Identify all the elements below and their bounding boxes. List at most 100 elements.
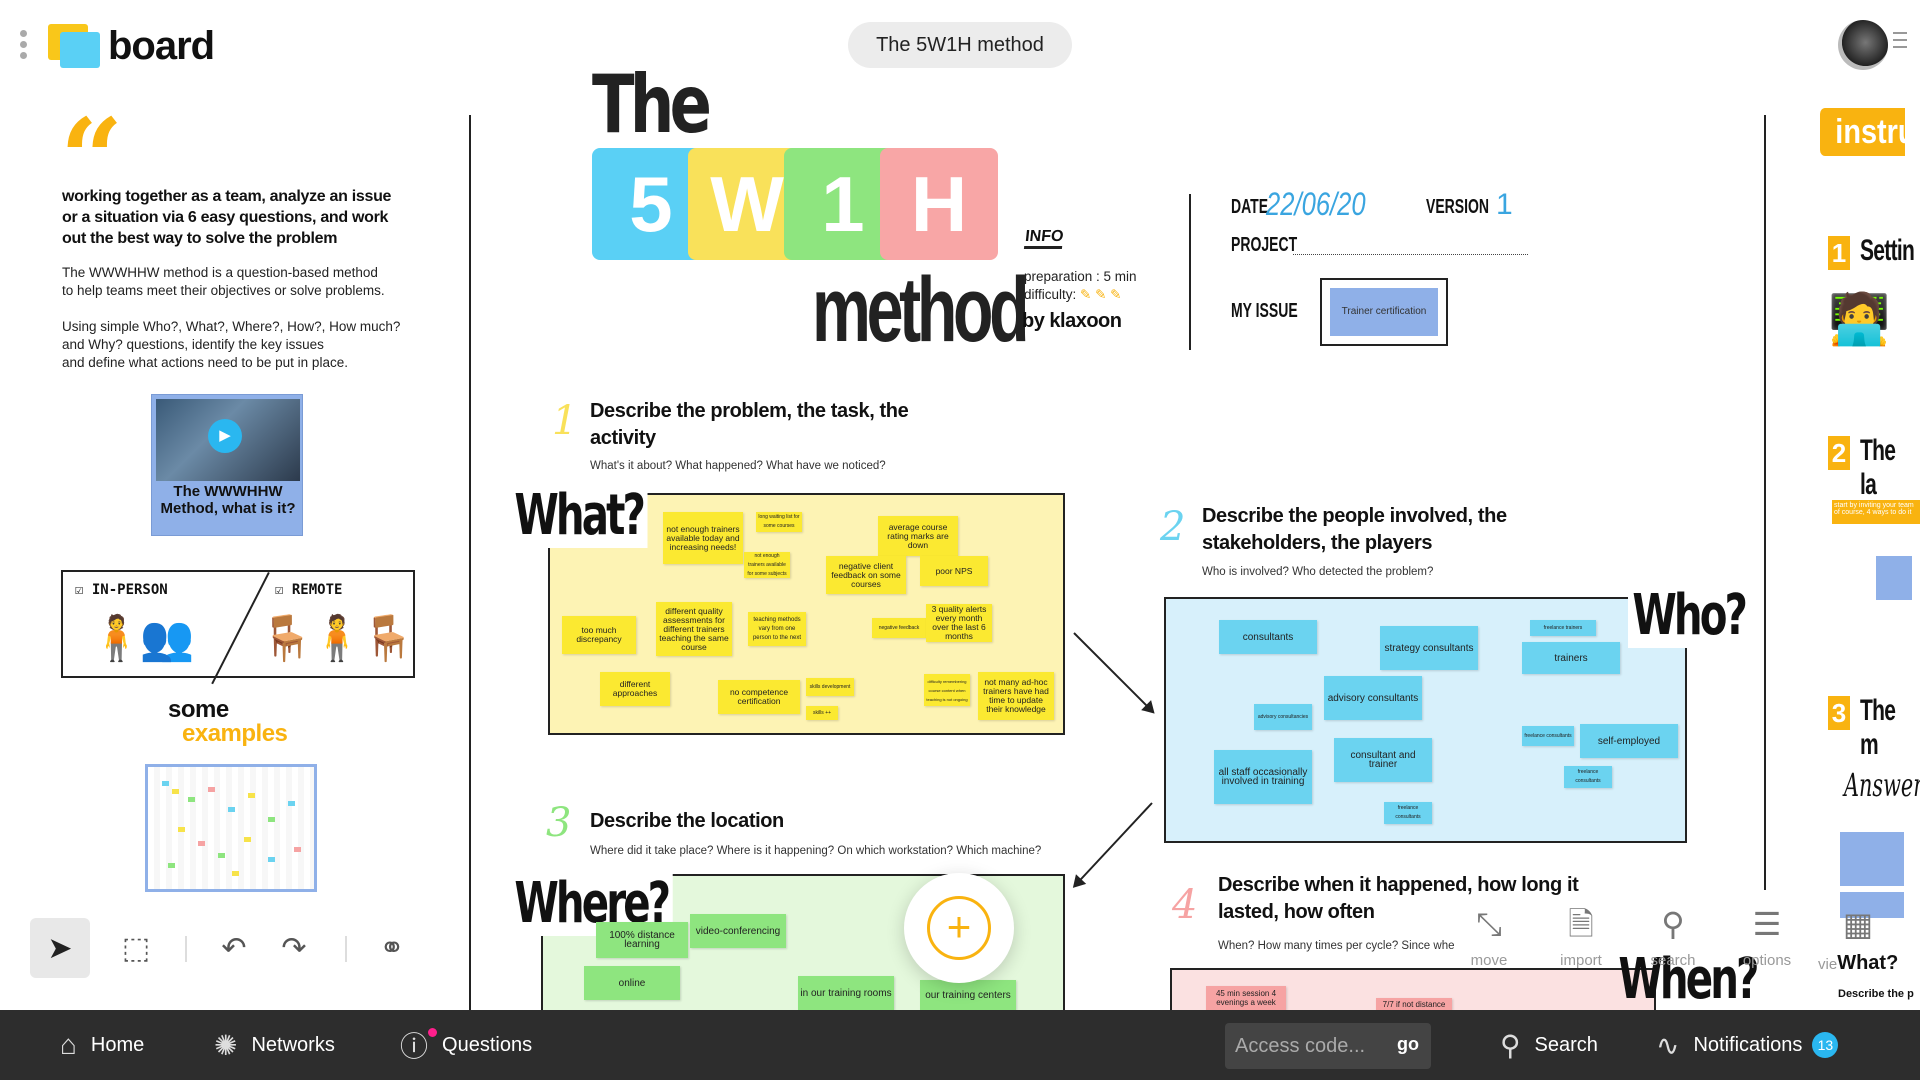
sticky-note[interactable]: no competence certification [718,680,800,714]
section-1-title: Describe the problem, the task, the acti… [590,400,909,449]
info-label: INFO [1023,228,1065,249]
left-divider [469,115,471,1010]
play-icon[interactable]: ▶ [208,419,242,453]
sticky-note[interactable]: teaching methods vary from one person to… [748,612,806,646]
desk-figure-icon: 🧑‍💻 [1828,291,1891,347]
sticky-note[interactable]: consultant and trainer [1334,738,1432,782]
sticky-note[interactable]: advisory consultants [1324,676,1422,720]
access-go-button[interactable]: go [1397,1034,1419,1054]
link-tool-icon[interactable]: ⚭ [379,931,405,965]
sticky-note[interactable]: different quality assessments for differ… [656,602,732,656]
sticky-note[interactable]: too much discrepancy [562,616,636,654]
sticky-note[interactable]: not enough trainers available for some s… [744,552,790,578]
tool-separator [345,936,347,962]
import-action[interactable]: 🗎 import [1536,900,1626,969]
sticky-note[interactable]: 45 min session 4 evenings a week [1206,986,1286,1010]
version-value[interactable]: 1 [1496,188,1513,221]
sticky-note[interactable]: long waiting list for some courses [756,512,802,532]
instruction-1-title: Settin [1860,234,1915,267]
options-action[interactable]: ☰ options [1722,900,1812,969]
sticky-note[interactable]: trainers [1522,642,1620,674]
sticky-note[interactable]: not many ad-hoc trainers have had time t… [978,672,1054,720]
byline: by klaxoon [1022,310,1122,332]
sticky-note[interactable]: skills development [806,678,854,696]
sticky-note[interactable]: freelance consultants [1384,802,1432,824]
instruction-note[interactable] [1840,832,1904,886]
video-card[interactable]: ▶ The WWWHHW Method, what is it? [151,394,303,536]
board-title[interactable]: The 5W1H method [848,22,1072,68]
sticky-note[interactable]: freelance trainers [1530,620,1596,636]
sticky-note[interactable]: all staff occasionally involved in train… [1214,750,1312,804]
section-4-title: Describe when it happened, how long it l… [1218,874,1579,923]
sticky-note[interactable]: video-conferencing [690,914,786,948]
sticky-note[interactable]: negative client feedback on some courses [826,556,906,594]
view-action[interactable]: ▦ vieWhat? [1818,900,1898,975]
intro-lead: working together as a team, analyze an i… [62,188,392,247]
add-button[interactable]: + [904,873,1014,983]
nav-home[interactable]: ⌂Home [60,1029,145,1060]
video-caption: The WWWHHW Method, what is it? [160,483,296,517]
instructions-header: instru [1820,108,1916,156]
issue-frame: Trainer certification [1320,278,1448,346]
sticky-note[interactable]: 3 quality alerts every month over the la… [926,604,992,642]
select-tool-icon[interactable]: ➤ [30,918,90,978]
import-icon: 🗎 [1568,906,1594,942]
instruction-snippet: start by inviting your team of course, 4… [1832,500,1920,524]
sticky-note[interactable]: average course rating marks are down [878,516,958,556]
move-action[interactable]: ⤡ move [1444,900,1534,969]
user-menu-icon[interactable] [1893,32,1907,53]
difficulty-pencils-icon: ✎ ✎ ✎ [1080,287,1122,302]
sticky-note[interactable]: in our training rooms [798,976,894,1010]
undo-icon[interactable]: ↶ [221,931,247,965]
sticky-note[interactable]: freelance consultants [1564,766,1612,788]
tile-h: H [880,148,998,260]
project-field[interactable] [1293,254,1528,255]
sticky-note[interactable]: advisory consultancies [1254,704,1312,730]
sticky-note[interactable]: freelance consultants [1522,726,1574,746]
sticky-note[interactable]: poor NPS [920,556,988,586]
answering-label: Answeri [1844,766,1920,804]
some-label: some [168,696,229,723]
sticky-note[interactable]: not enough trainers available today and … [663,512,743,564]
instruction-3-title: The m [1860,694,1896,761]
redo-icon[interactable]: ↷ [281,931,307,965]
section-4-subtitle: When? How many times per cycle? Since wh… [1218,940,1455,952]
version-label: VERSION [1426,196,1490,218]
issue-label: MY ISSUE [1231,300,1298,322]
sticky-note[interactable]: our training centers [920,980,1016,1010]
example-board-thumbnail[interactable] [145,764,317,892]
info-details: preparation : 5 min difficulty: ✎ ✎ ✎ [1024,268,1137,304]
sticky-note[interactable]: online [584,966,680,1000]
board-menu-dots-icon[interactable] [20,30,28,63]
sticky-note[interactable]: self-employed [1580,724,1678,758]
right-divider [1764,115,1766,890]
search-action[interactable]: ⚲ search [1628,900,1718,969]
intro-description: The WWWHHW method is a question-based me… [62,265,401,370]
issue-note[interactable]: Trainer certification [1330,288,1438,336]
pulse-icon: ∿ [1656,1029,1680,1061]
instruction-note[interactable] [1840,892,1904,918]
access-code-input[interactable] [1235,1031,1385,1061]
sticky-note[interactable]: difficulty remembering course content wh… [924,674,970,706]
sticky-note[interactable]: 7/7 if not distance [1376,998,1452,1010]
nav-search[interactable]: ⚲Search [1500,1029,1598,1061]
when-label: When? [1618,947,1759,1012]
access-code-box: go [1225,1023,1431,1069]
sticky-note[interactable]: consultants [1219,620,1317,654]
sticky-note[interactable]: skills ++ [806,706,838,720]
sticky-note[interactable]: strategy consultants [1380,626,1478,670]
user-avatar[interactable] [1838,20,1888,70]
instruction-note[interactable] [1876,556,1912,600]
area-select-tool-icon[interactable]: ⬚ [121,931,151,965]
sticky-note[interactable]: negative feedback [872,618,926,638]
date-value[interactable]: 22/06/20 [1266,186,1366,222]
arrow-what-to-who [1073,632,1154,713]
sticky-note[interactable]: 100% distance learning [596,922,688,958]
view-label: vieWhat? [1818,952,1899,974]
sticky-note[interactable]: different approaches [600,672,670,706]
nav-networks[interactable]: ✺Networks [214,1029,335,1061]
describe-snippet: Describe the p [1838,988,1914,1000]
